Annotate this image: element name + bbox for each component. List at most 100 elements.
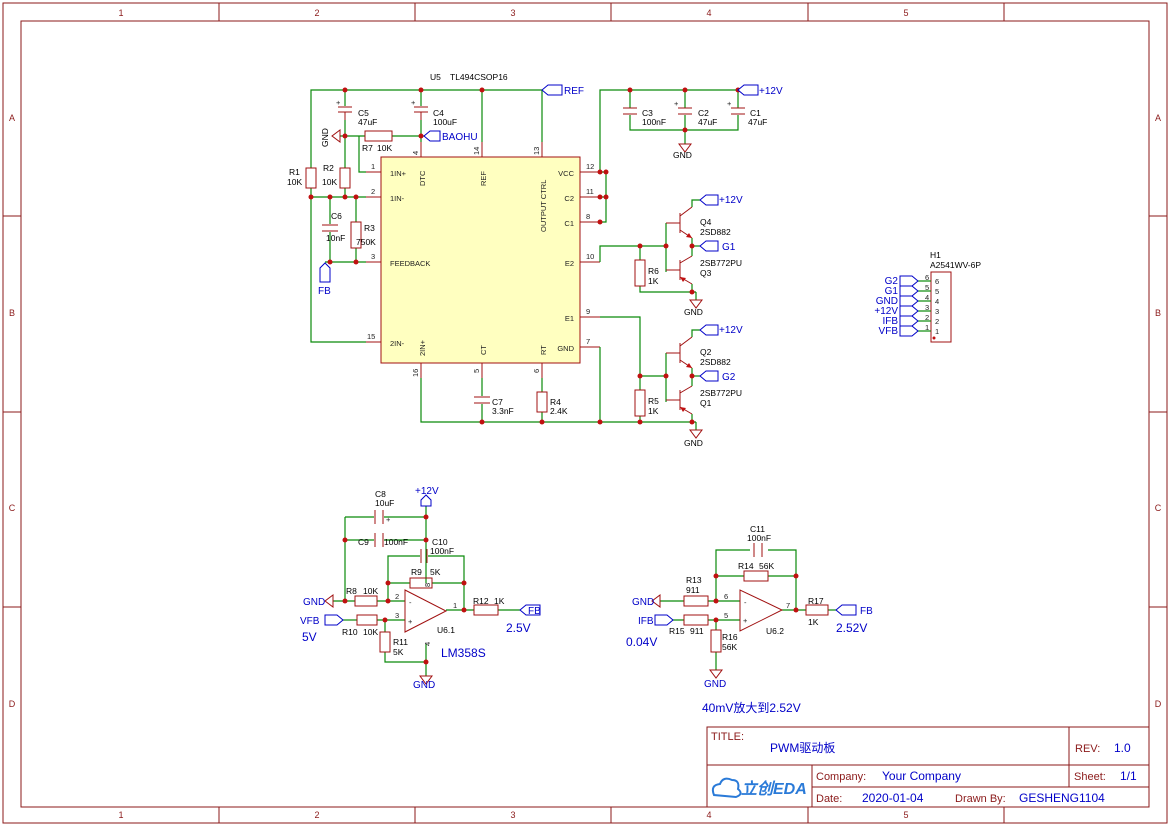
u61-value: LM358S — [441, 646, 486, 660]
u62-pin5: 5 — [724, 611, 728, 620]
r9-ref: R9 — [411, 567, 422, 577]
c5-ref: C5 — [358, 108, 369, 118]
c1-capacitor[interactable]: + C1 47uF — [727, 99, 767, 127]
r9-resistor[interactable]: R9 5K — [409, 567, 441, 589]
ifb-net-flag[interactable]: IFB — [638, 614, 674, 627]
note-vfb-input: 5V — [302, 630, 317, 644]
r9-value: 5K — [430, 567, 441, 577]
r14-resistor[interactable]: R14 56K — [738, 561, 774, 582]
h1-pin5-num: 5 — [935, 287, 939, 296]
r11-ref: R11 — [393, 637, 408, 647]
h1-label-12v: +12V — [874, 306, 898, 317]
baohu-net-flag[interactable]: BAOHU — [423, 130, 478, 143]
c7-capacitor[interactable]: C7 3.3nF — [474, 396, 514, 416]
u62-pin7: 7 — [786, 601, 790, 610]
u61-opamp[interactable]: - + 2 3 1 8 4 U6.1 LM358S — [395, 583, 486, 660]
u5-pin15-label: 2IN- — [390, 339, 405, 348]
vfb-net-flag[interactable]: VFB — [300, 614, 344, 627]
u5-pin5-num: 5 — [472, 369, 481, 373]
r16-resistor[interactable]: R16 56K — [710, 629, 738, 653]
u5-tl494[interactable]: U5 TL494CSOP16 1IN+ 1IN- FEEDBACK 2IN- 1… — [366, 72, 600, 378]
r15-resistor[interactable]: R15 911 — [669, 614, 709, 636]
u5-pin15-num: 15 — [367, 332, 375, 341]
c6-capacitor[interactable]: C6 10nF — [322, 211, 345, 243]
q1-transistor[interactable]: 2SB772PU Q1 — [666, 385, 742, 415]
c2-capacitor[interactable]: + C2 47uF — [674, 99, 717, 127]
r1-ref: R1 — [289, 167, 300, 177]
gnd-label-q3: GND — [684, 307, 703, 317]
c5-capacitor[interactable]: + C5 47uF — [336, 98, 377, 127]
g1-net-flag[interactable]: G1 — [699, 240, 736, 253]
c4-capacitor[interactable]: + C4 100uF — [411, 98, 457, 127]
u62-opamp[interactable]: - + 6 5 7 U6.2 — [724, 589, 790, 636]
r12-resistor[interactable]: R12 1K — [473, 596, 505, 616]
c9-ref: C9 — [358, 537, 369, 547]
u5-pin3-label: FEEDBACK — [390, 259, 430, 268]
r2-resistor[interactable]: R2 10K — [322, 163, 351, 189]
r1-resistor[interactable]: R1 10K — [287, 167, 317, 189]
fb-net-flag-u62[interactable]: FB — [835, 604, 873, 617]
c10-capacitor[interactable]: C10 100nF — [420, 537, 454, 563]
c9-capacitor[interactable]: C9 100nF — [358, 533, 408, 547]
h1-pin6-num-left: 6 — [925, 273, 929, 282]
q2-transistor[interactable]: Q2 2SD882 — [666, 336, 731, 369]
r7-value: 10K — [377, 143, 392, 153]
v12-label-q4: +12V — [719, 195, 743, 206]
q3-transistor[interactable]: 2SB772PU Q3 — [666, 255, 742, 285]
q1-value: 2SB772PU — [700, 388, 742, 398]
r7-resistor[interactable]: R7 10K — [362, 130, 393, 153]
u5-pin2-num: 2 — [371, 187, 375, 196]
u5-pin13-num: 13 — [532, 147, 541, 155]
r10-resistor[interactable]: R10 10K — [342, 614, 378, 637]
gnd-label-u61-bottom: GND — [413, 680, 435, 691]
c3-capacitor[interactable]: C3 100nF — [623, 107, 666, 127]
c1-value: 47uF — [748, 117, 767, 127]
wires-u61 — [333, 500, 520, 676]
row-label-left-a: A — [9, 113, 15, 123]
ref-net-flag[interactable]: REF — [541, 84, 584, 97]
sheet-value: 1/1 — [1120, 769, 1137, 783]
fb-net-flag-tl494[interactable]: FB — [318, 262, 331, 297]
u5-pin1-label: 1IN+ — [390, 169, 407, 178]
q4-transistor[interactable]: Q4 2SD882 — [666, 206, 731, 239]
c7-ref: C7 — [492, 397, 503, 407]
r8-resistor[interactable]: R8 10K — [346, 586, 378, 607]
ref-label: REF — [564, 86, 584, 97]
fb-net-flag-u61[interactable]: FB — [519, 604, 541, 617]
u61-pin2: 2 — [395, 592, 399, 601]
r3-resistor[interactable]: R3 750K — [350, 221, 376, 249]
r13-resistor[interactable]: R13 911 — [683, 575, 709, 607]
r5-resistor[interactable]: R5 1K — [634, 389, 659, 417]
gnd-symbol-u61-left: GND — [303, 594, 334, 608]
g2-net-flag[interactable]: G2 — [699, 370, 736, 383]
u62-minus: - — [744, 598, 747, 607]
u61-pin1: 1 — [453, 601, 457, 610]
r17-resistor[interactable]: R17 1K — [805, 596, 829, 627]
col-label-top-3: 3 — [510, 8, 515, 18]
u5-pin4-label: DTC — [418, 170, 427, 186]
v12-net-flag-u61[interactable]: +12V — [415, 486, 439, 507]
c2-ref: C2 — [698, 108, 709, 118]
c8-capacitor[interactable]: + C8 10uF — [374, 489, 394, 524]
logo-text: 立创EDA — [741, 780, 807, 798]
q4-ref: Q4 — [700, 217, 712, 227]
col-label-bottom-5: 5 — [903, 810, 908, 820]
v12-net-flag-top[interactable]: +12V — [737, 84, 783, 97]
note-gain: 40mV放大到2.52V — [702, 700, 801, 715]
u5-pin12-label: VCC — [558, 169, 574, 178]
c11-capacitor[interactable]: C11 100nF — [747, 524, 771, 557]
h1-header[interactable]: H1 A2541WV-6P — [930, 250, 981, 343]
r10-ref: R10 — [342, 627, 358, 637]
u5-pin14-num: 14 — [472, 147, 481, 155]
g1-label: G1 — [722, 242, 736, 253]
r6-resistor[interactable]: R6 1K — [634, 259, 659, 287]
wires-u62 — [655, 549, 836, 670]
col-label-top-1: 1 — [118, 8, 123, 18]
h1-pin4-num-left: 4 — [925, 293, 929, 302]
h1-net-flags[interactable]: G2 G1 GND +12V IFB VFB — [874, 275, 919, 337]
r11-resistor[interactable]: R11 5K — [379, 631, 408, 657]
v12-net-flag-q2[interactable]: +12V — [699, 324, 743, 336]
u62-pin6: 6 — [724, 592, 728, 601]
v12-net-flag-q4[interactable]: +12V — [699, 194, 743, 206]
r4-resistor[interactable]: R4 2.4K — [536, 391, 568, 416]
